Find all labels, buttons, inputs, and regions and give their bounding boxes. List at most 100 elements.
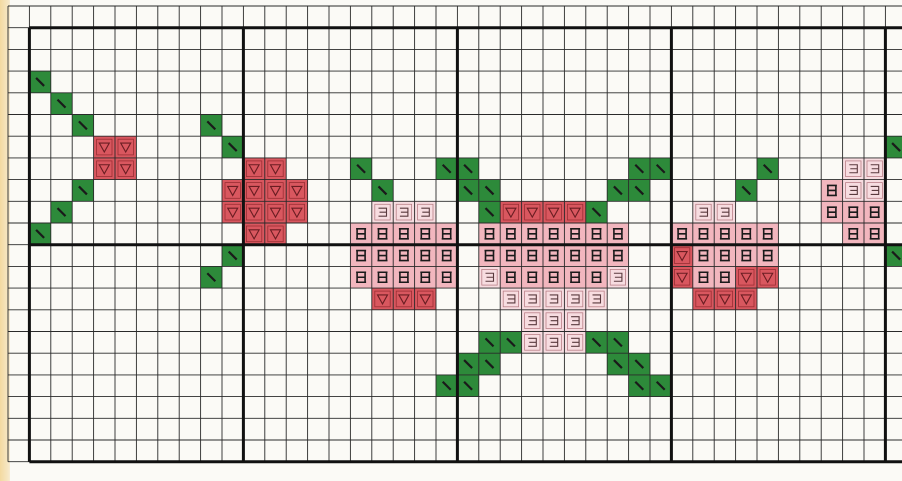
stitch-green — [29, 71, 50, 93]
stitch-pink — [479, 223, 500, 245]
stitch-pink — [714, 266, 735, 288]
stitch-pink — [350, 223, 371, 245]
stitch-pink — [415, 245, 436, 267]
stitch-rose — [222, 180, 243, 202]
stitch-green — [372, 180, 393, 202]
stitch-pink — [843, 201, 864, 223]
stitch-light_pink — [522, 332, 543, 354]
stitch-green — [350, 158, 371, 180]
stitch-pink — [693, 266, 714, 288]
stitch-pink — [372, 245, 393, 267]
stitch-rose — [115, 158, 136, 180]
stitch-rose — [94, 136, 115, 158]
stitch-pink — [500, 245, 521, 267]
stitch-rose — [265, 201, 286, 223]
stitch-green — [479, 201, 500, 223]
stitch-pink — [607, 245, 628, 267]
stitch-rose — [243, 180, 264, 202]
stitch-green — [885, 245, 902, 267]
stitch-green — [51, 201, 72, 223]
stitch-green — [201, 266, 222, 288]
stitch-pink — [736, 223, 757, 245]
stitch-green — [885, 136, 902, 158]
stitch-pink — [415, 223, 436, 245]
stitch-pink — [500, 266, 521, 288]
stitch-green — [201, 115, 222, 137]
stitch-light_pink — [843, 180, 864, 202]
stitch-pink — [500, 223, 521, 245]
stitch-pink — [372, 266, 393, 288]
stitch-rose — [415, 288, 436, 310]
stitch-pink — [522, 223, 543, 245]
stitch-light_pink — [500, 288, 521, 310]
stitch-green — [586, 332, 607, 354]
stitch-green — [222, 245, 243, 267]
stitch-pink — [693, 223, 714, 245]
stitch-green — [29, 223, 50, 245]
stitch-light_pink — [543, 310, 564, 332]
stitch-rose — [286, 201, 307, 223]
stitch-light_pink — [586, 288, 607, 310]
stitch-rose — [265, 223, 286, 245]
stitch-pink — [736, 245, 757, 267]
stitch-green — [222, 136, 243, 158]
stitch-pink — [564, 223, 585, 245]
stitch-rose — [564, 201, 585, 223]
stitch-pink — [714, 245, 735, 267]
stitch-pink — [436, 223, 457, 245]
stitch-pink — [607, 223, 628, 245]
stitch-pink — [671, 223, 692, 245]
stitch-rose — [243, 201, 264, 223]
stitch-light_pink — [564, 310, 585, 332]
stitch-pink — [564, 266, 585, 288]
stitch-green — [457, 158, 478, 180]
stitch-rose — [671, 266, 692, 288]
stitch-pink — [436, 245, 457, 267]
stitch-pink — [543, 245, 564, 267]
stitch-light_pink — [522, 310, 543, 332]
stitch-pink — [522, 266, 543, 288]
stitch-rose — [500, 201, 521, 223]
stitch-pink — [586, 245, 607, 267]
stitch-green — [72, 180, 93, 202]
stitch-rose — [522, 201, 543, 223]
stitch-green — [436, 158, 457, 180]
stitch-light_pink — [415, 201, 436, 223]
stitch-rose — [736, 288, 757, 310]
stitch-green — [586, 201, 607, 223]
stitch-light_pink — [543, 288, 564, 310]
stitch-green — [607, 332, 628, 354]
stitch-pink — [757, 245, 778, 267]
stitch-rose — [115, 136, 136, 158]
stitch-pink — [393, 223, 414, 245]
stitch-green — [457, 353, 478, 375]
stitch-pink — [693, 245, 714, 267]
stitch-rose — [757, 266, 778, 288]
stitch-pink — [564, 245, 585, 267]
stitch-pink — [393, 266, 414, 288]
stitch-rose — [372, 288, 393, 310]
stitch-rose — [265, 158, 286, 180]
stitch-pink — [415, 266, 436, 288]
stitch-pink — [586, 266, 607, 288]
stitch-green — [51, 93, 72, 115]
stitch-green — [479, 353, 500, 375]
stitch-green — [436, 375, 457, 397]
stitch-rose — [243, 158, 264, 180]
stitch-pink — [436, 266, 457, 288]
stitch-pink — [479, 245, 500, 267]
stitch-light_pink — [372, 201, 393, 223]
stitch-green — [607, 353, 628, 375]
stitch-rose — [286, 180, 307, 202]
stitch-light_pink — [564, 288, 585, 310]
stitch-pink — [714, 223, 735, 245]
stitch-green — [736, 180, 757, 202]
stitch-green — [629, 158, 650, 180]
stitch-pink — [350, 245, 371, 267]
stitch-green — [72, 115, 93, 137]
stitch-pink — [543, 223, 564, 245]
stitch-light_pink — [864, 180, 885, 202]
stitch-green — [479, 180, 500, 202]
